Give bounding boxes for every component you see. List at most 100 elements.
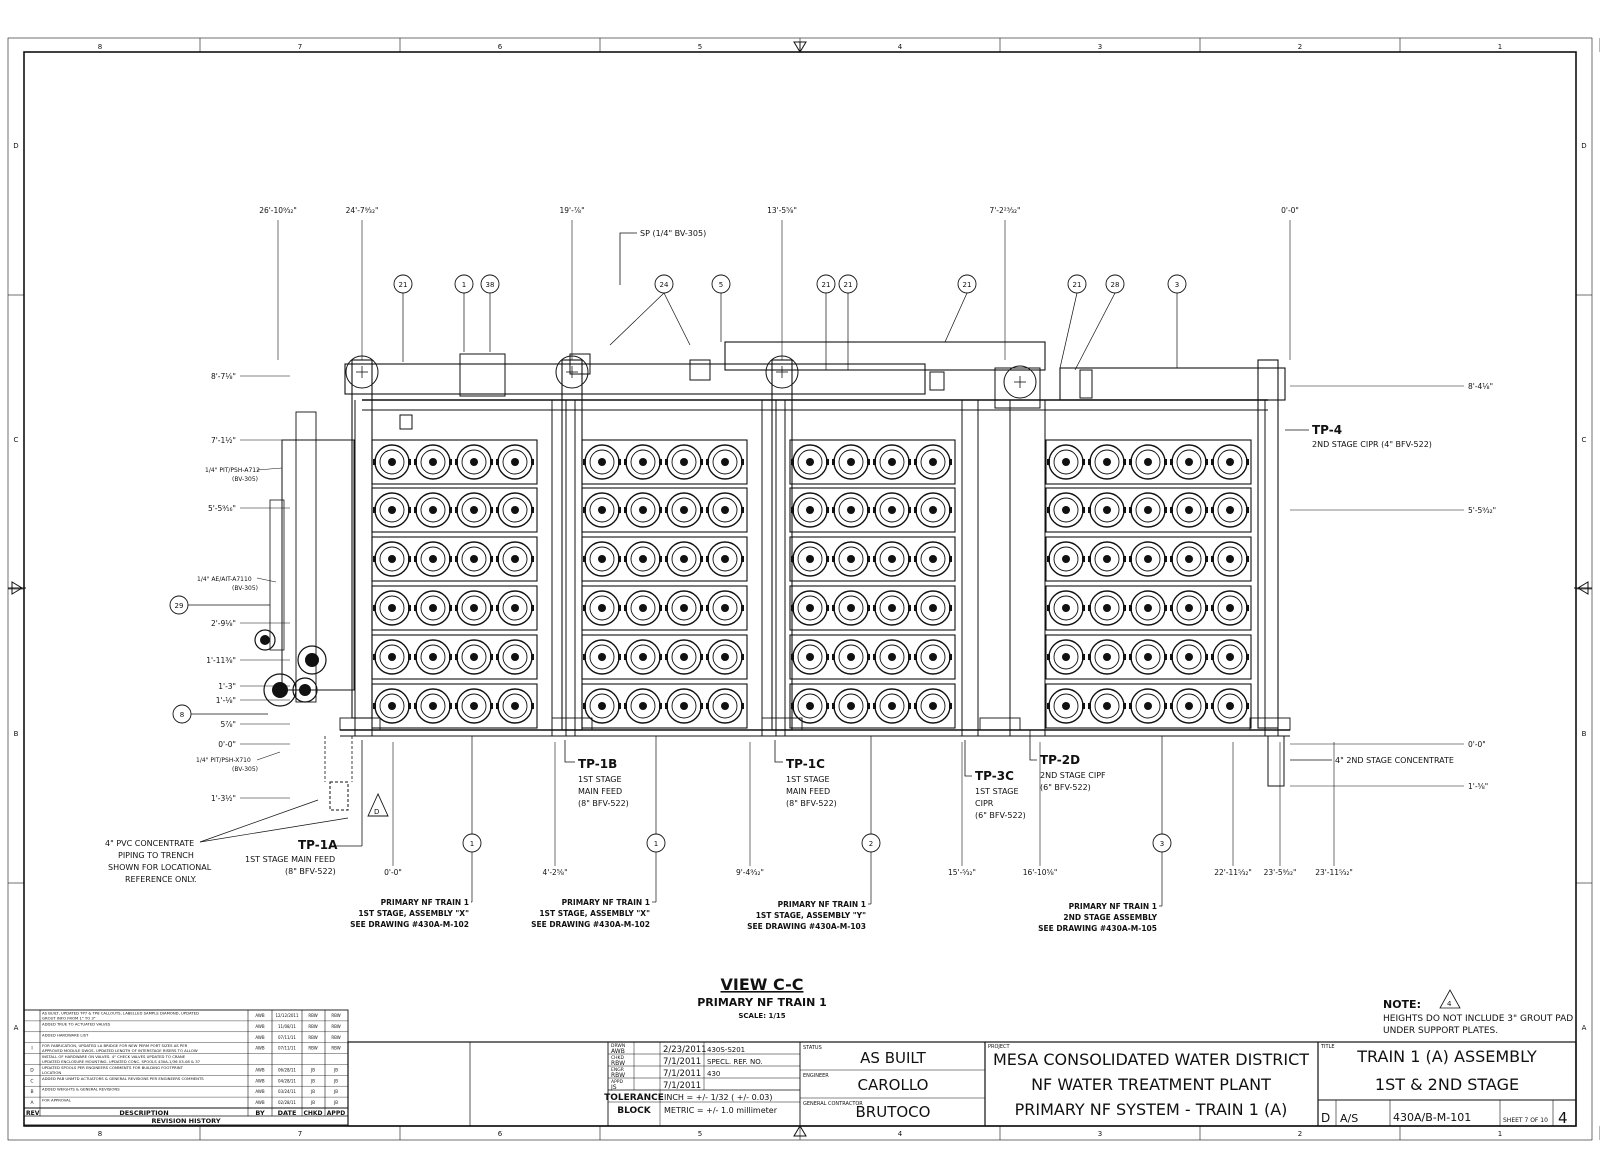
revision-desc1: ADDED HARDWARE LIST [42, 1032, 89, 1037]
balloon-side-1: 8 [172, 704, 268, 724]
project-line1: MESA CONSOLIDATED WATER DISTRICT [993, 1050, 1309, 1069]
balloon-top-4: 5 [711, 274, 731, 294]
delta-d-label: D [374, 808, 379, 816]
balloon-side-label-0: 29 [175, 602, 184, 610]
bottom-dim-6: 23'-5⁹⁄₃₂" [1264, 868, 1297, 877]
revision-chkd: JB [310, 1067, 315, 1072]
pressure-vessel [914, 639, 952, 675]
drawn-who: JS [610, 1084, 617, 1091]
pressure-vessel [832, 492, 870, 528]
engineer-value: CAROLLO [858, 1076, 929, 1094]
balloon-top-label-7: 21 [963, 281, 972, 289]
pressure-vessel [873, 541, 911, 577]
nf-train-elevation [254, 341, 1291, 811]
pressure-vessel [873, 639, 911, 675]
balloon-top-8: 21 [1067, 274, 1087, 294]
tp-3c-line1: 1ST STAGE [975, 787, 1019, 796]
view-title-block: VIEW C-C PRIMARY NF TRAIN 1 SCALE: 1/15 [697, 975, 827, 1020]
balloon-bottom-label-1: 1 [654, 840, 658, 848]
drawn-tag: CHKD [611, 1055, 624, 1061]
pressure-vessel [1170, 492, 1208, 528]
revision-date: 03/24/11 [278, 1089, 296, 1094]
pressure-vessel [791, 492, 829, 528]
tp-2d-line2: (6" BFV-522) [1040, 783, 1091, 792]
zone-left-1: C [14, 436, 19, 444]
revision-appd: RBW [331, 1035, 340, 1040]
assembly-callout-line3-3: SEE DRAWING #430A-M-105 [1038, 924, 1157, 933]
tp-1b-line1: 1ST STAGE [578, 775, 622, 784]
sheet-number: SHEET 7 OF 10 [1503, 1117, 1548, 1124]
bottom-dim-2: 9'-4⁹⁄₃₂" [736, 868, 764, 877]
balloon-top-label-2: 38 [486, 281, 495, 289]
view-scale: SCALE: 1/15 [738, 1012, 785, 1020]
balloon-top-label-9: 28 [1111, 281, 1120, 289]
pressure-vessel [624, 688, 662, 724]
drawn-ref: SPECL. REF. NO. [707, 1058, 763, 1066]
balloon-bottom-2: 2 [861, 736, 881, 853]
pressure-vessel [914, 688, 952, 724]
tolerance-label2: BLOCK [617, 1106, 652, 1116]
zone-bottom-0: 8 [98, 1130, 102, 1138]
tp-1c-line3: (8" BFV-522) [786, 799, 837, 808]
pressure-vessel [624, 590, 662, 626]
contractor-value: BRUTOCO [856, 1103, 931, 1121]
scale-value: A/S [1340, 1112, 1358, 1125]
pressure-vessel [1211, 590, 1249, 626]
pressure-vessel [914, 590, 952, 626]
right-dim-3: 1'-⅝" [1468, 782, 1488, 791]
pressure-vessel [496, 541, 534, 577]
pressure-vessel [373, 444, 411, 480]
balloon-top-3: 24 [654, 274, 674, 294]
revision-chkd: RBW [308, 1024, 317, 1029]
zone-top-1: 7 [298, 43, 302, 51]
assembly-callout-line3-0: SEE DRAWING #430A-M-102 [350, 920, 469, 929]
instrument-pit-a712-valve: (BV-305) [232, 476, 258, 483]
pressure-vessel [1170, 541, 1208, 577]
assembly-callout-line1-1: PRIMARY NF TRAIN 1 [562, 898, 650, 907]
view-title: VIEW C-C [721, 975, 804, 994]
zone-top-6: 2 [1298, 43, 1302, 51]
balloon-bottom-1: 1 [646, 736, 666, 853]
zone-top-5: 3 [1098, 43, 1102, 51]
tp-1c-id: TP-1C [786, 757, 825, 771]
pressure-vessel [1047, 639, 1085, 675]
right-dim-2: 0'-0" [1468, 740, 1486, 749]
assembly-callout-line3-2: SEE DRAWING #430A-M-103 [747, 922, 866, 931]
tp-1c-line1: 1ST STAGE [786, 775, 830, 784]
pressure-vessel [1088, 444, 1126, 480]
revision-desc1: ADDED WEIGHTS & GENERAL REVISIONS [42, 1087, 120, 1092]
assembly-callout-line2-2: 1ST STAGE, ASSEMBLY "Y" [756, 911, 866, 920]
bottom-dim-5: 22'-11⁵⁄₃₂" [1214, 868, 1252, 877]
revision-desc1: ADDED PAB UNMTD ACTUATORS & GENERAL REVI… [42, 1076, 204, 1081]
revision-desc2: APPROVED MODULE DWGS. UPDATED LENGTH OF … [42, 1048, 198, 1053]
left-dimensions: 8'-7⅛"7'-1½"5'-5⁹⁄₁₆"2'-9⅛"1'-11⅜"1'-3"1… [206, 372, 290, 803]
pressure-vessel [665, 444, 703, 480]
instrument-pit-x710: 1/4" PIT/PSH-X710 [196, 757, 251, 764]
status-value: AS BUILT [860, 1049, 927, 1067]
balloon-top-2: 38 [480, 274, 500, 294]
balloon-bottom-0: 1 [462, 736, 482, 853]
revision-desc1: AS BUILT, UPDATED TP7 & TP8 CALLOUTS, LA… [42, 1011, 199, 1016]
balloon-side-0: 29 [169, 595, 270, 615]
pressure-vessel [706, 444, 744, 480]
pressure-vessel [1170, 688, 1208, 724]
pressure-vessel [1211, 492, 1249, 528]
revision-rev: A [30, 1100, 34, 1106]
pressure-vessel [914, 541, 952, 577]
revision-number: 4 [1558, 1109, 1568, 1127]
revision-by: AWB [255, 1089, 264, 1094]
pressure-vessel [832, 639, 870, 675]
sp-label: SP (1/4" BV-305) [640, 229, 706, 238]
revision-desc1: FOR APPROVAL [42, 1098, 72, 1103]
tp-3c-line2: CIPR [975, 799, 994, 808]
revision-appd: RBW [331, 1046, 340, 1051]
revision-appd: JB [333, 1067, 338, 1072]
balloon-top-label-1: 1 [462, 281, 466, 289]
balloon-top-6: 21 [838, 274, 858, 294]
pressure-vessel [1170, 639, 1208, 675]
